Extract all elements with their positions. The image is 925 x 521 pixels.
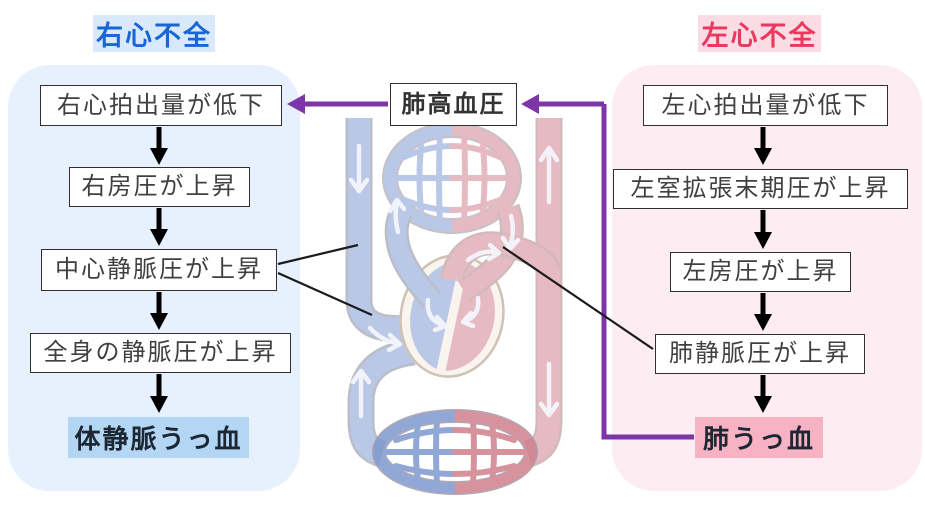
right-heart-failure-title: 右心不全 <box>93 15 215 52</box>
flow-box-left-atrial-pressure-rise: 左房圧が上昇 <box>670 252 851 292</box>
blood-flow-arrows <box>348 143 560 419</box>
upper-circulation-group <box>345 118 563 467</box>
outcome-systemic-congestion: 体静脈うっ血 <box>68 417 249 458</box>
flow-box-left-cardiac-output-drop: 左心拍出量が低下 <box>643 85 888 126</box>
flow-box-right-cardiac-output-drop: 右心拍出量が低下 <box>40 85 282 126</box>
outcome-pulmonary-congestion: 肺うっ血 <box>695 417 823 458</box>
purple-connector <box>287 94 694 440</box>
annotation-lines <box>277 243 654 350</box>
flow-box-systemic-venous-pressure-rise: 全身の静脈圧が上昇 <box>30 333 291 373</box>
flow-box-central-venous-pressure-rise: 中心静脈圧が上昇 <box>41 249 277 291</box>
flow-box-right-atrial-pressure-rise: 右房圧が上昇 <box>69 167 250 207</box>
body-capillaries-group <box>372 409 538 495</box>
flow-box-lv-end-diastolic-pressure-rise: 左室拡張末期圧が上昇 <box>613 169 908 209</box>
left-heart-failure-title: 左心不全 <box>698 15 821 52</box>
flow-box-pulmonary-venous-pressure-rise: 肺静脈圧が上昇 <box>655 334 865 374</box>
flow-box-pulmonary-hypertension: 肺高血圧 <box>390 83 517 126</box>
